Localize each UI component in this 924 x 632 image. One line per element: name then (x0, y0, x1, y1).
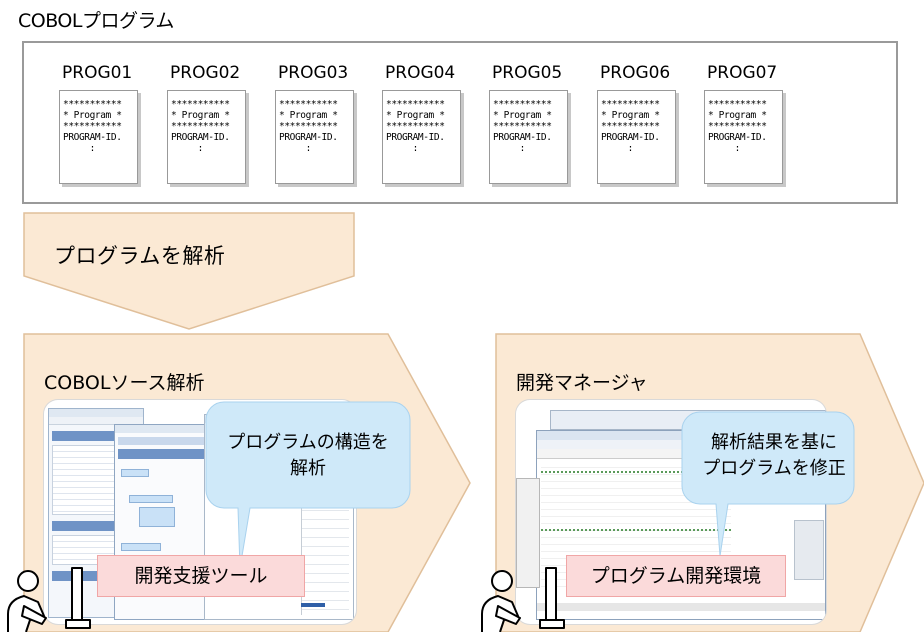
program-source-line: : (493, 143, 526, 154)
left-bubble-line1: プログラムの構造を (227, 432, 389, 453)
program-source-line: PROGRAM-ID. (63, 132, 122, 143)
program-source-line: : (386, 143, 419, 154)
program-source-line: *********** (279, 99, 338, 110)
dev-support-tool-label: 開発支援ツール (97, 555, 305, 597)
program-name: PROG05 (492, 63, 563, 83)
program-source-line: : (708, 143, 741, 154)
program-source-line: *********** (493, 121, 552, 132)
right-bubble-line2: プログラムを修正 (702, 458, 846, 479)
program-document-icon: ************ Program ************PROGRAM… (704, 90, 783, 184)
program-source-line: * Program * (601, 110, 660, 121)
program-source-line: *********** (171, 99, 230, 110)
program-name: PROG01 (62, 63, 133, 83)
program-source-line: *********** (708, 121, 767, 132)
person-at-computer-icon (481, 567, 565, 632)
program-document-icon: ************ Program ************PROGRAM… (382, 90, 461, 184)
program-source-line: PROGRAM-ID. (601, 132, 660, 143)
right-panel-label: 開発マネージャ (516, 372, 648, 394)
program-source-line: *********** (493, 99, 552, 110)
left-panel-label: COBOLソース解析 (44, 372, 205, 394)
program-document-icon: ************ Program ************PROGRAM… (489, 90, 568, 184)
program-source-line: * Program * (63, 110, 122, 121)
program-source-line: PROGRAM-ID. (708, 132, 767, 143)
program-source-line: : (601, 143, 634, 154)
program-source-line: : (279, 143, 312, 154)
program-source-line: *********** (386, 99, 445, 110)
program-source-line: PROGRAM-ID. (171, 132, 230, 143)
program-source-line: * Program * (279, 110, 338, 121)
program-source-line: *********** (601, 121, 660, 132)
mini-side-panel (516, 478, 540, 588)
program-source-line: PROGRAM-ID. (493, 132, 552, 143)
program-document-icon: ************ Program ************PROGRAM… (597, 90, 676, 184)
program-source-line: * Program * (386, 110, 445, 121)
program-document-icon: ************ Program ************PROGRAM… (275, 90, 354, 184)
mini-right-panel (794, 520, 824, 580)
program-name: PROG03 (278, 63, 349, 83)
program-name: PROG04 (385, 63, 456, 83)
analyze-step-label: プログラムを解析 (54, 244, 226, 268)
program-source-line: : (63, 143, 96, 154)
program-source-line: *********** (386, 121, 445, 132)
program-source-line: *********** (171, 121, 230, 132)
program-source-line: *********** (279, 121, 338, 132)
program-source-line: * Program * (708, 110, 767, 121)
program-document-icon: ************ Program ************PROGRAM… (167, 90, 246, 184)
program-name: PROG07 (707, 63, 778, 83)
analyze-step-arrow (23, 212, 355, 330)
program-source-line: * Program * (171, 110, 230, 121)
program-name: PROG02 (170, 63, 241, 83)
dev-environment-label: プログラム開発環境 (566, 555, 786, 597)
person-at-computer-icon (7, 567, 91, 632)
program-source-line: *********** (63, 99, 122, 110)
program-name: PROG06 (600, 63, 671, 83)
left-bubble-line2: 解析 (290, 458, 326, 479)
program-source-line: PROGRAM-ID. (386, 132, 445, 143)
program-source-line: *********** (63, 121, 122, 132)
right-bubble-line1: 解析結果を基に (711, 432, 837, 453)
program-document-icon: ************ Program ************PROGRAM… (59, 90, 138, 184)
program-source-line: *********** (708, 99, 767, 110)
left-bubble: プログラムの構造を 解析 (206, 430, 410, 482)
program-source-line: *********** (601, 99, 660, 110)
program-source-line: PROGRAM-ID. (279, 132, 338, 143)
program-source-line: * Program * (493, 110, 552, 121)
program-source-line: : (171, 143, 204, 154)
right-bubble: 解析結果を基に プログラムを修正 (684, 430, 864, 482)
diagram-title: COBOLプログラム (18, 10, 174, 32)
